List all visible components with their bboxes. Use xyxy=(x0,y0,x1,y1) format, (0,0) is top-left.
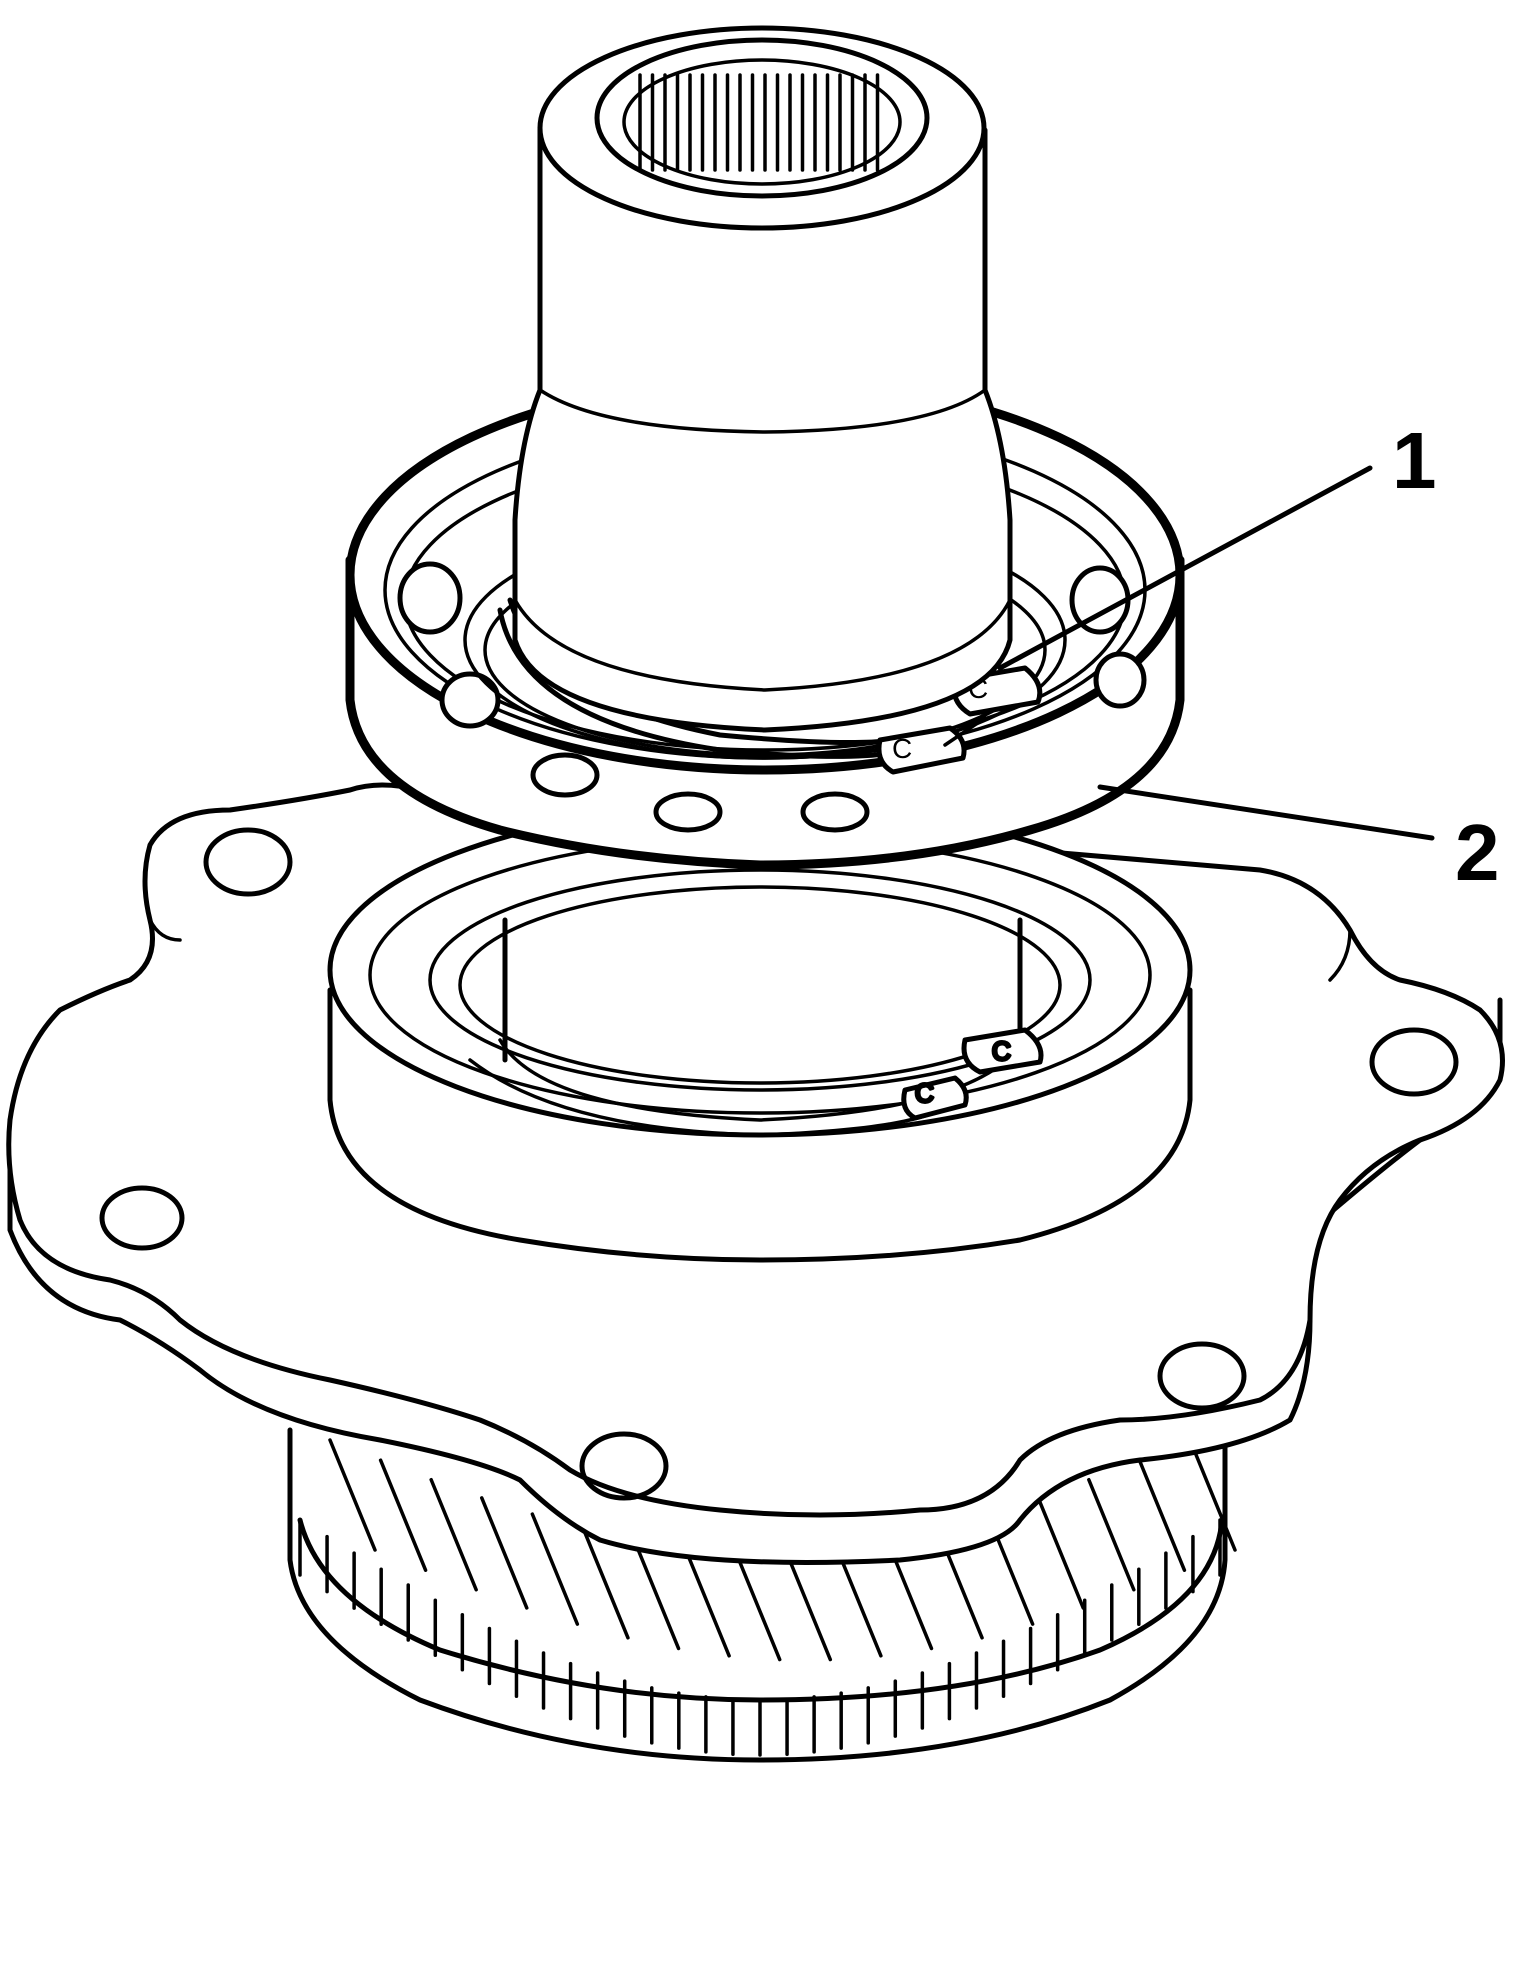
gear-hatch-line xyxy=(682,1544,731,1658)
gear-hatch-line xyxy=(1137,1458,1187,1572)
callout-2: 2 xyxy=(1097,784,1500,897)
svg-text:C: C xyxy=(915,1078,934,1108)
gear-hatch-line xyxy=(480,1496,529,1610)
shaft-internal-splines xyxy=(638,73,880,172)
gear-hatch xyxy=(328,1438,1237,1662)
callout-number-1: 1 xyxy=(1392,416,1437,505)
lower-bearing: C C xyxy=(327,802,1193,1263)
gear-hatch-line xyxy=(1188,1438,1237,1552)
lower-snap-ring: C C xyxy=(468,1027,1044,1137)
gear-hatch-line xyxy=(581,1526,630,1640)
gear-hatch-line xyxy=(631,1536,681,1651)
gear-hatch-line xyxy=(328,1438,377,1552)
gear-hatch-line xyxy=(783,1547,833,1662)
gear-hatch-line xyxy=(732,1547,782,1662)
gear-hatch-line xyxy=(429,1477,478,1592)
bolt-holes xyxy=(99,827,1459,1501)
gear-hatch-line xyxy=(1087,1477,1136,1592)
gear-hatch-line xyxy=(1036,1496,1085,1610)
svg-text:C: C xyxy=(992,1036,1011,1066)
bearing-balls xyxy=(397,561,1147,833)
gear-teeth xyxy=(298,1518,1222,1757)
output-shaft xyxy=(512,25,1013,733)
callout-number-2: 2 xyxy=(1455,808,1500,897)
svg-text:C: C xyxy=(892,733,912,764)
callout-1: 1 xyxy=(997,416,1437,671)
gear-hatch-line xyxy=(530,1512,580,1626)
gear-hatch-line xyxy=(378,1458,428,1572)
